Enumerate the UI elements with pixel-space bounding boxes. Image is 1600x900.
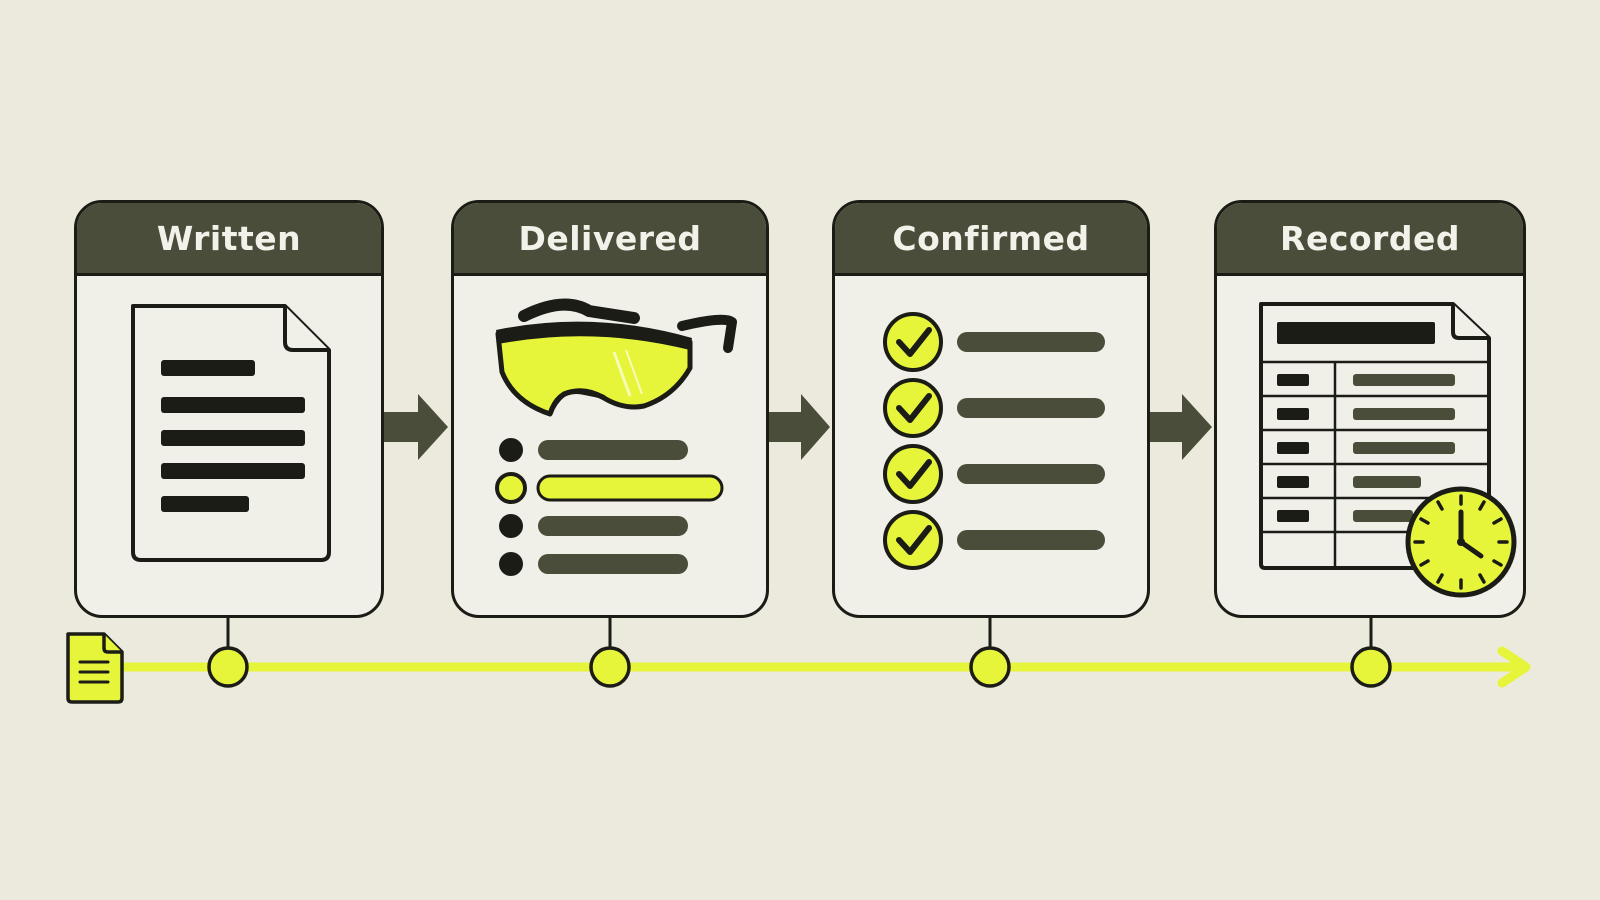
timeline-node [969, 618, 1011, 688]
check-item [883, 444, 1105, 504]
check-item [883, 510, 1105, 570]
timeline-node [589, 618, 631, 688]
stage-title: Recorded [1280, 218, 1460, 258]
stage-title: Confirmed [892, 218, 1090, 258]
stage-card-written: Written [74, 200, 384, 618]
stage-header: Confirmed [835, 203, 1147, 276]
arrow-head-icon [1497, 646, 1531, 688]
stage-card-recorded: Recorded [1214, 200, 1526, 618]
flow-arrow [769, 394, 830, 460]
stage-body [77, 276, 381, 615]
flow-arrow [384, 394, 448, 460]
timeline-node [1350, 618, 1392, 688]
stage-body [835, 276, 1147, 615]
stage-title: Written [156, 218, 302, 258]
checklist-icon [883, 312, 1105, 570]
stage-body [1217, 276, 1523, 615]
safety-glasses-icon [495, 298, 737, 576]
stage-header: Written [77, 203, 381, 276]
stage-card-delivered: Delivered [451, 200, 769, 618]
stage-card-confirmed: Confirmed [832, 200, 1150, 618]
stage-header: Recorded [1217, 203, 1523, 276]
document-icon [66, 632, 124, 704]
stage-body [454, 276, 766, 615]
timeline-node [207, 618, 249, 688]
clock-icon [1405, 486, 1517, 598]
check-item [883, 378, 1105, 438]
flow-arrow [1150, 394, 1212, 460]
document-icon [131, 304, 331, 562]
stage-title: Delivered [518, 218, 702, 258]
stage-header: Delivered [454, 203, 766, 276]
check-item [883, 312, 1105, 372]
